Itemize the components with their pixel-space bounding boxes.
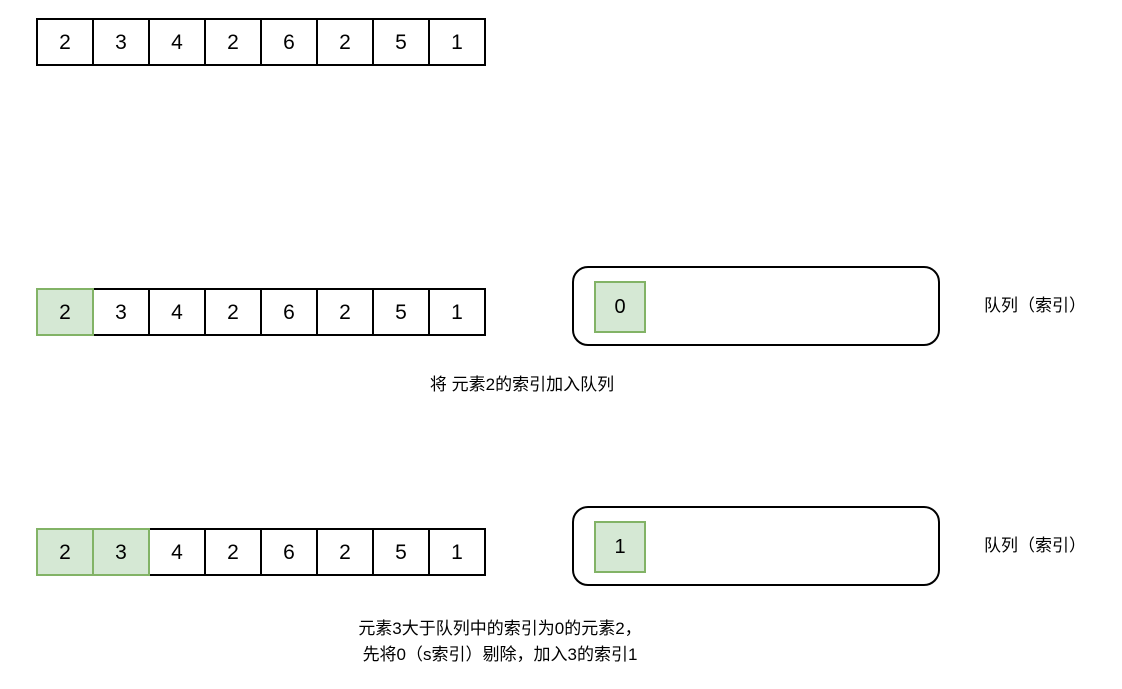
array-cell: 4 xyxy=(148,288,206,336)
array-cell: 5 xyxy=(372,288,430,336)
array-cell-highlighted: 3 xyxy=(92,528,150,576)
queue-item: 1 xyxy=(594,521,646,573)
array-cell: 2 xyxy=(316,528,374,576)
array-step-2: 2 3 4 2 6 2 5 1 xyxy=(36,528,486,576)
array-cell: 6 xyxy=(260,528,318,576)
array-cell: 2 xyxy=(36,18,94,66)
array-cell: 5 xyxy=(372,528,430,576)
array-cell: 6 xyxy=(260,288,318,336)
queue-container-step-2: 1 xyxy=(572,506,940,586)
array-step-1: 2 3 4 2 6 2 5 1 xyxy=(36,288,486,336)
caption-line: 元素3大于队列中的索引为0的元素2， xyxy=(358,619,642,638)
caption-line: 将 元素2的索引加入队列 xyxy=(429,375,615,394)
array-cell: 3 xyxy=(92,18,150,66)
caption-step-2: 元素3大于队列中的索引为0的元素2， 先将0（s索引）剔除，加入3的索引1 xyxy=(235,616,765,669)
array-initial: 2 3 4 2 6 2 5 1 xyxy=(36,18,486,66)
array-cell: 1 xyxy=(428,18,486,66)
array-cell-highlighted: 2 xyxy=(36,288,94,336)
array-cell: 5 xyxy=(372,18,430,66)
queue-container-step-1: 0 xyxy=(572,266,940,346)
caption-step-1: 将 元素2的索引加入队列 xyxy=(257,372,787,398)
array-cell: 2 xyxy=(204,528,262,576)
caption-line: 先将0（s索引）剔除，加入3的索引1 xyxy=(362,645,638,665)
array-cell: 1 xyxy=(428,528,486,576)
queue-item: 0 xyxy=(594,281,646,333)
array-cell: 6 xyxy=(260,18,318,66)
array-cell: 2 xyxy=(204,288,262,336)
array-cell-highlighted: 2 xyxy=(36,528,94,576)
array-cell: 2 xyxy=(316,288,374,336)
queue-label: 队列（索引） xyxy=(984,296,1086,315)
queue-label: 队列（索引） xyxy=(984,536,1086,555)
array-cell: 1 xyxy=(428,288,486,336)
array-cell: 2 xyxy=(204,18,262,66)
array-cell: 4 xyxy=(148,18,206,66)
array-cell: 2 xyxy=(316,18,374,66)
array-cell: 3 xyxy=(92,288,150,336)
array-cell: 4 xyxy=(148,528,206,576)
